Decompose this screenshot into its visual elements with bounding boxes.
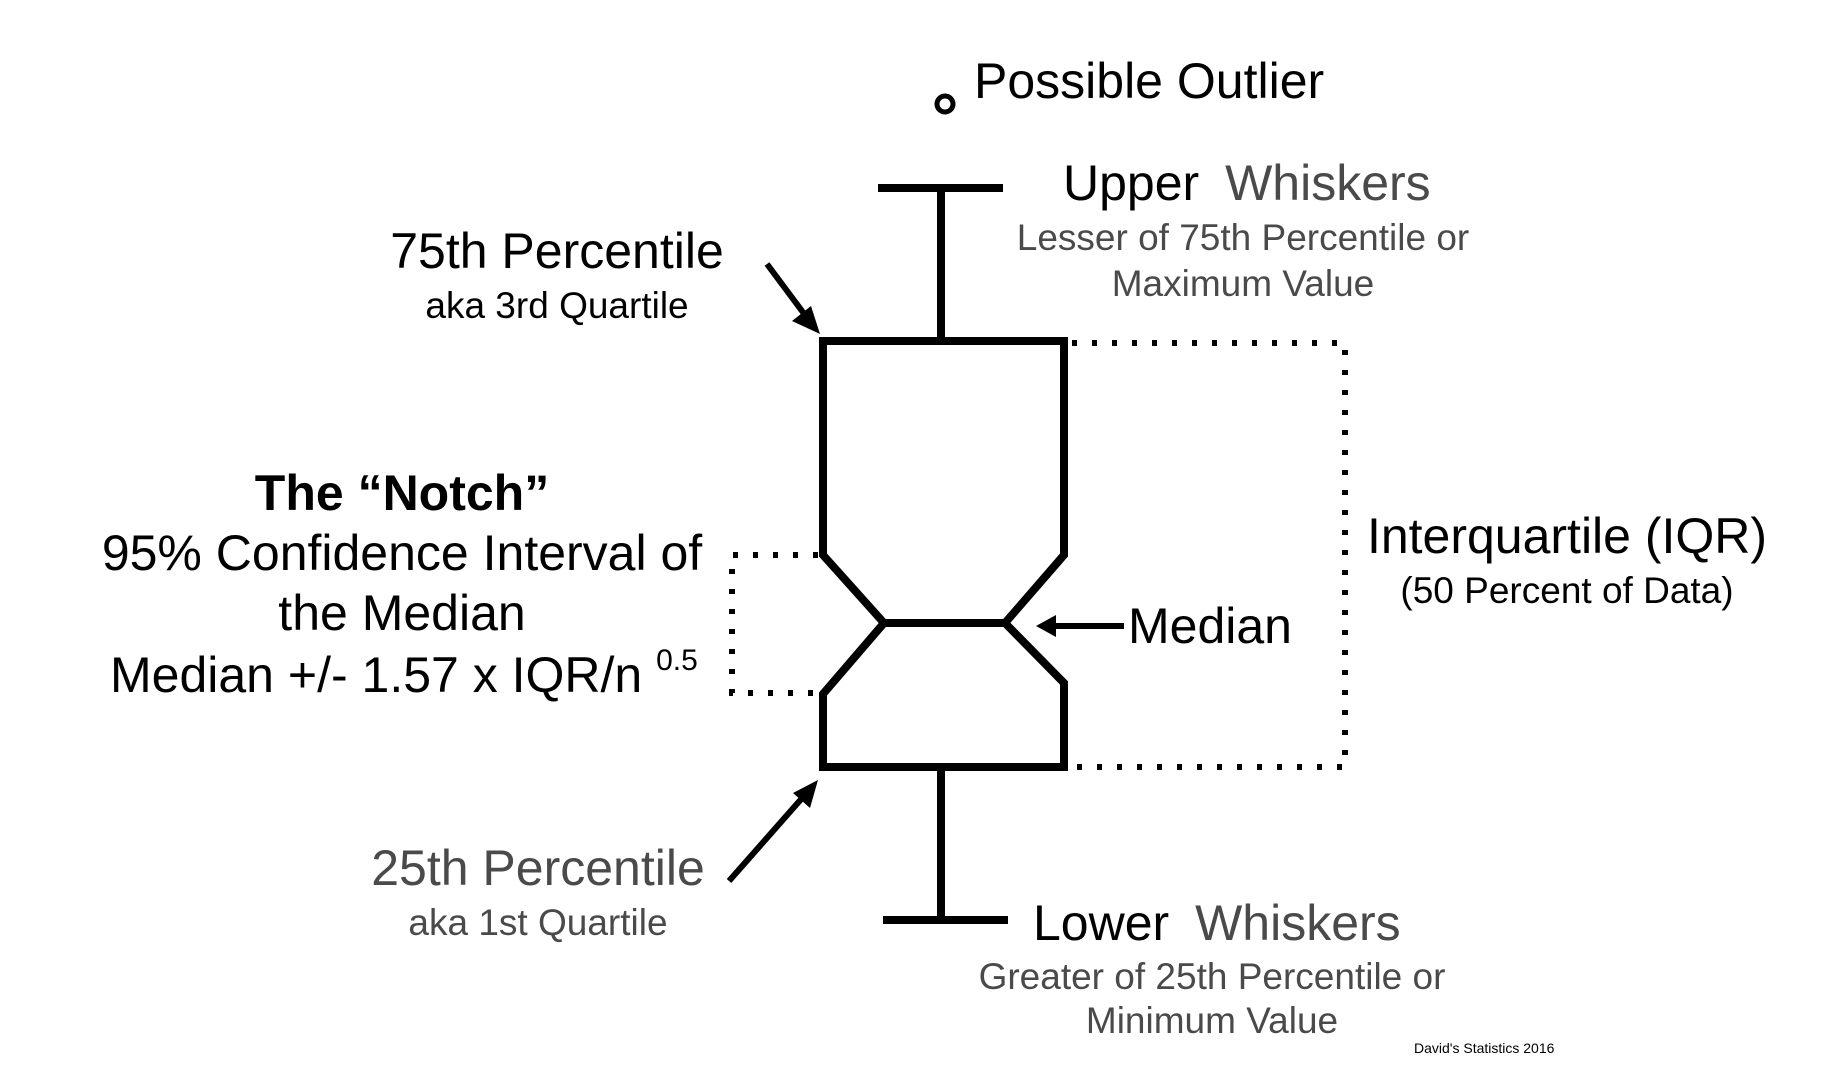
lower-whiskers-title: Lower Whiskers [1033,895,1401,951]
outlier-label: Possible Outlier [974,53,1324,109]
notch-formula: Median +/- 1.57 x IQR/n 0.5 [110,644,698,703]
q1-title: 25th Percentile [371,840,705,896]
q1-arrow [726,780,818,883]
notched-box [819,337,1068,771]
notch-title: The “Notch” [255,465,549,521]
q3-title: 75th Percentile [390,223,724,279]
outlier-point [934,93,956,115]
median-label: Median [1128,598,1292,654]
iqr-title: Interquartile (IQR) [1367,508,1767,564]
notch-formula-exponent: 0.5 [656,644,698,677]
upper-whiskers-desc-line1: Lesser of 75th Percentile or [1017,217,1469,258]
lower-whiskers-title-part2: Whiskers [1195,895,1401,951]
q3-arrow [764,262,820,334]
upper-whiskers-desc-line2: Maximum Value [1112,263,1375,304]
upper-whiskers-title: Upper Whiskers [1063,155,1431,211]
lower-whiskers-desc-line2: Minimum Value [1086,1000,1338,1041]
upper-whiskers-title-part1: Upper [1063,155,1199,211]
q3-subtitle: aka 3rd Quartile [425,285,688,326]
notch-line1: 95% Confidence Interval of [102,525,702,581]
lower-whiskers-desc-line1: Greater of 25th Percentile or [979,956,1446,997]
credit-text: David's Statistics 2016 [1414,1040,1555,1056]
notch-formula-text: Median +/- 1.57 x IQR/n [110,647,642,703]
notch-bracket [729,552,818,696]
median-arrow [1036,615,1124,637]
q1-subtitle: aka 1st Quartile [408,902,667,943]
upper-whiskers-title-part2: Whiskers [1225,155,1431,211]
lower-whiskers-title-part1: Lower [1033,895,1169,951]
iqr-subtitle: (50 Percent of Data) [1400,570,1733,611]
iqr-bracket [1072,340,1348,770]
notch-line2: the Median [278,585,525,641]
